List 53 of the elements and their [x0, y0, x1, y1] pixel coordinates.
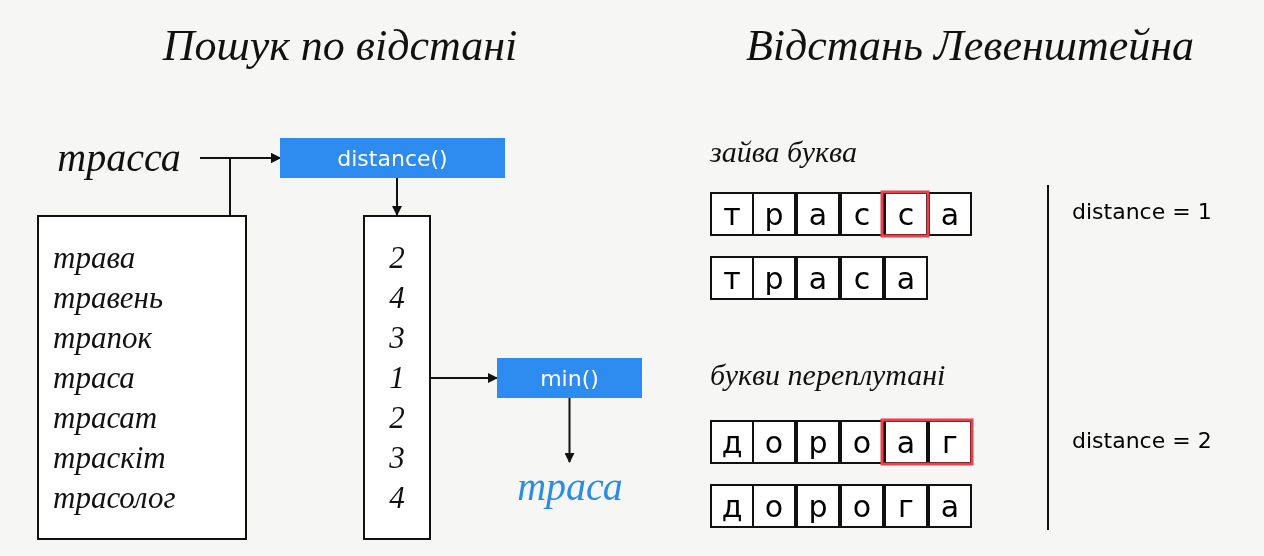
list-word: трасат	[53, 398, 158, 437]
letter-cell: а	[928, 484, 972, 528]
distance-column-box	[363, 215, 431, 540]
letter-cell: д	[710, 484, 754, 528]
word-list-box	[37, 215, 247, 540]
letter-cell: а	[884, 420, 928, 464]
list-word: травень	[53, 278, 164, 317]
letter-cell: о	[752, 484, 796, 528]
heading: Пошук по відстані	[161, 20, 519, 72]
case-caption: букви переплутані	[710, 357, 947, 393]
list-word: траскіт	[53, 438, 166, 477]
distance-value: 4	[389, 478, 405, 517]
letter-cell: с	[884, 192, 928, 236]
arrow	[229, 153, 281, 216]
letter-cell: о	[752, 420, 796, 464]
letter-cell: р	[752, 256, 796, 300]
letter-cell: т	[710, 192, 754, 236]
arrow	[564, 397, 575, 463]
letter-cell: а	[928, 192, 972, 236]
letter-cell: т	[710, 256, 754, 300]
distance-value-text: distance = 2	[1072, 427, 1213, 455]
letter-cell: а	[796, 192, 840, 236]
letter-cell: о	[840, 420, 884, 464]
letter-cell: о	[840, 484, 884, 528]
distance-value: 3	[389, 318, 405, 357]
arrow	[430, 373, 498, 383]
letter-cell: р	[752, 192, 796, 236]
letter-cell: с	[840, 256, 884, 300]
letter-cell: г	[884, 484, 928, 528]
list-word: трасолог	[53, 478, 176, 517]
query-word: трасса	[38, 133, 200, 183]
letter-cell: а	[796, 256, 840, 300]
distance-value: 2	[389, 398, 405, 437]
letter-cell: р	[796, 484, 840, 528]
letter-cell: д	[710, 420, 754, 464]
letter-cell: р	[796, 420, 840, 464]
letter-cell: г	[928, 420, 972, 464]
result-word: траса	[495, 462, 645, 512]
list-word: трава	[53, 238, 136, 277]
distance-value: 3	[389, 438, 405, 477]
function-box: min()	[497, 358, 642, 398]
heading: Відстань Левенштейна	[744, 20, 1196, 72]
case-caption: зайва буква	[710, 134, 858, 170]
function-box: distance()	[280, 138, 505, 178]
letter-cell: с	[840, 192, 884, 236]
list-word: трапок	[53, 318, 152, 357]
letter-cell: а	[884, 256, 928, 300]
arrow	[392, 177, 402, 216]
distance-value-text: distance = 1	[1072, 198, 1213, 226]
distance-value: 4	[389, 278, 405, 317]
list-word: траса	[53, 358, 135, 397]
distance-value: 1	[389, 358, 405, 397]
distance-value: 2	[389, 238, 405, 277]
